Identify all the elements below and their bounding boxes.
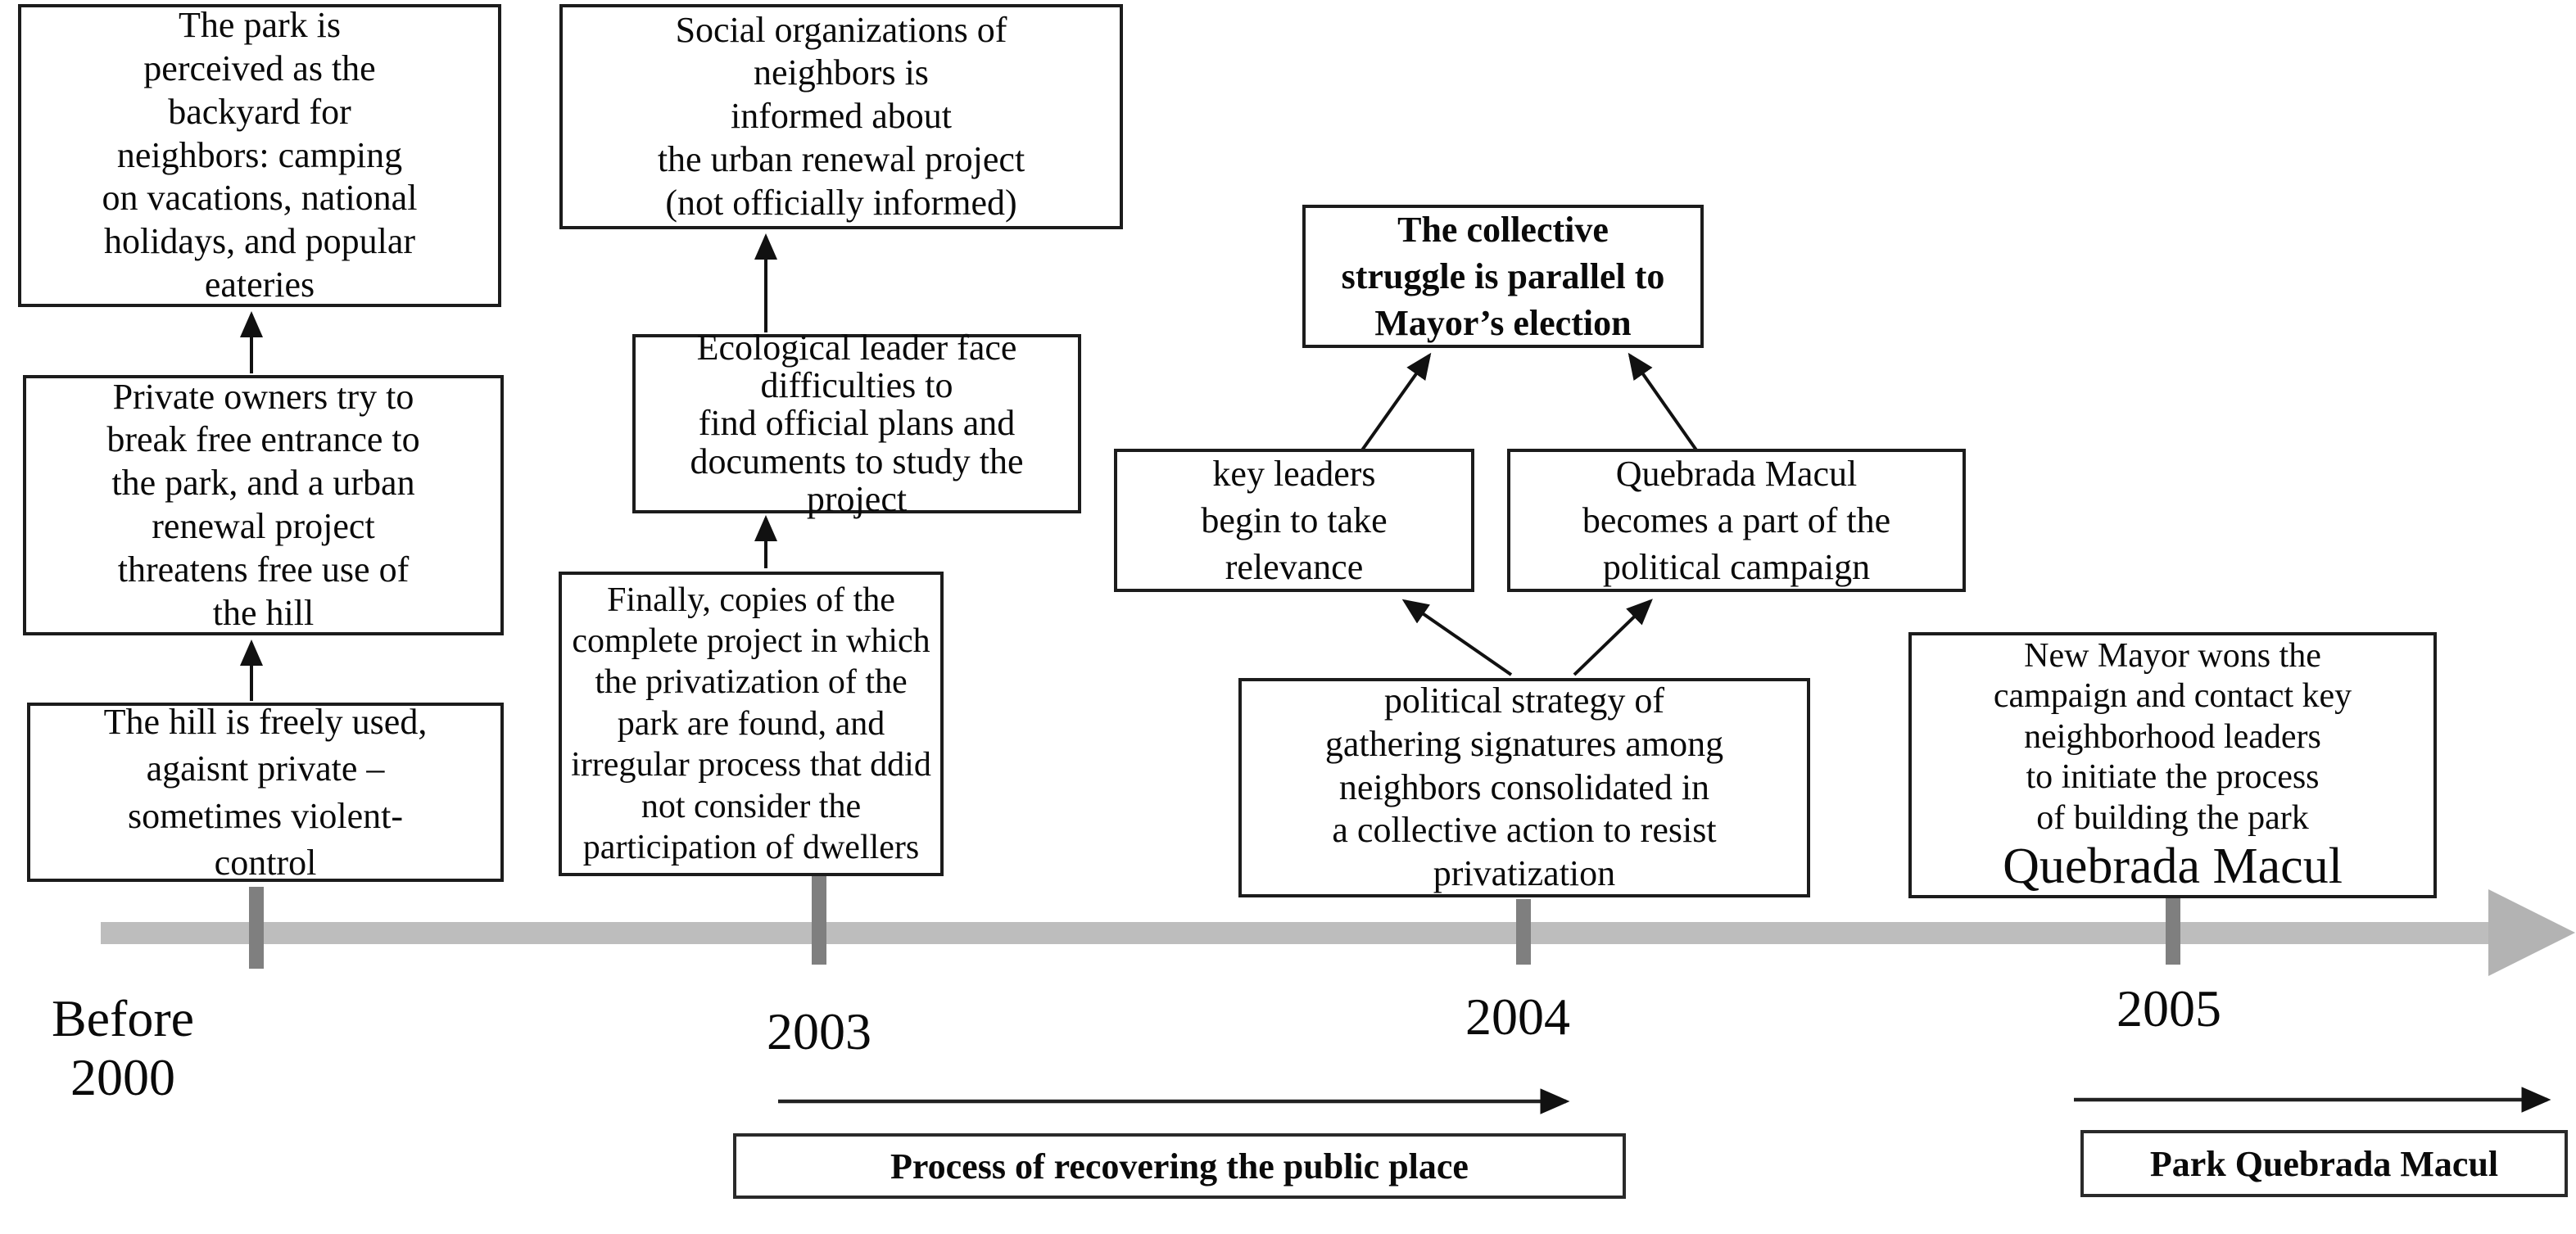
event-box-political-strategy: political strategy of gathering signatur… — [1238, 678, 1810, 897]
event-box-new-mayor: New Mayor wons the campaign and contact … — [1908, 632, 2437, 898]
event-box-private-owners: Private owners try to break free entranc… — [23, 375, 504, 635]
phase-label-park-quebrada-macul: Park Quebrada Macul — [2080, 1130, 2568, 1197]
event-box-social-organizations: Social organizations of neighbors is inf… — [559, 4, 1123, 229]
arrow-keyleaders-to-collective — [1360, 352, 1432, 453]
arrow-quebradacampaign-to-collective — [1628, 352, 1699, 453]
event-box-collective-struggle: The collective struggle is parallel to M… — [1302, 205, 1704, 348]
arrow-strategy-to-quebradacampaign — [1573, 599, 1653, 676]
event-box-copies-found: Finally, copies of the complete project … — [559, 572, 944, 876]
timeline-tick-2003 — [812, 876, 826, 965]
timeline-tick-2005 — [2166, 898, 2180, 965]
timeline-label-2004: 2004 — [1465, 988, 1570, 1046]
timeline-label-2003: 2003 — [767, 1002, 871, 1060]
event-box-key-leaders: key leaders begin to take relevance — [1114, 449, 1474, 592]
timeline-tick-before-2000 — [249, 887, 264, 969]
timeline-label-before-2000: Before 2000 — [51, 989, 195, 1106]
event-box-quebrada-campaign: Quebrada Macul becomes a part of the pol… — [1507, 449, 1966, 592]
event-box-new-mayor-park-name: Quebrada Macul — [2003, 838, 2343, 895]
timeline-bar — [101, 922, 2492, 944]
phase-label-process-recovering: Process of recovering the public place — [733, 1133, 1626, 1199]
event-box-park-backyard: The park is perceived as the backyard fo… — [18, 4, 501, 307]
timeline-label-2005: 2005 — [2116, 979, 2221, 1037]
event-box-ecological-leader: Ecological leader face difficulties to f… — [632, 328, 1081, 518]
timeline-tick-2004 — [1516, 899, 1531, 965]
event-box-hill-freely-used: The hill is freely used, agaisnt private… — [27, 702, 504, 883]
event-box-new-mayor-text: New Mayor wons the campaign and contact … — [1993, 636, 2352, 837]
timeline-arrowhead-icon — [2488, 889, 2575, 976]
arrow-strategy-to-keyleaders — [1401, 599, 1513, 676]
